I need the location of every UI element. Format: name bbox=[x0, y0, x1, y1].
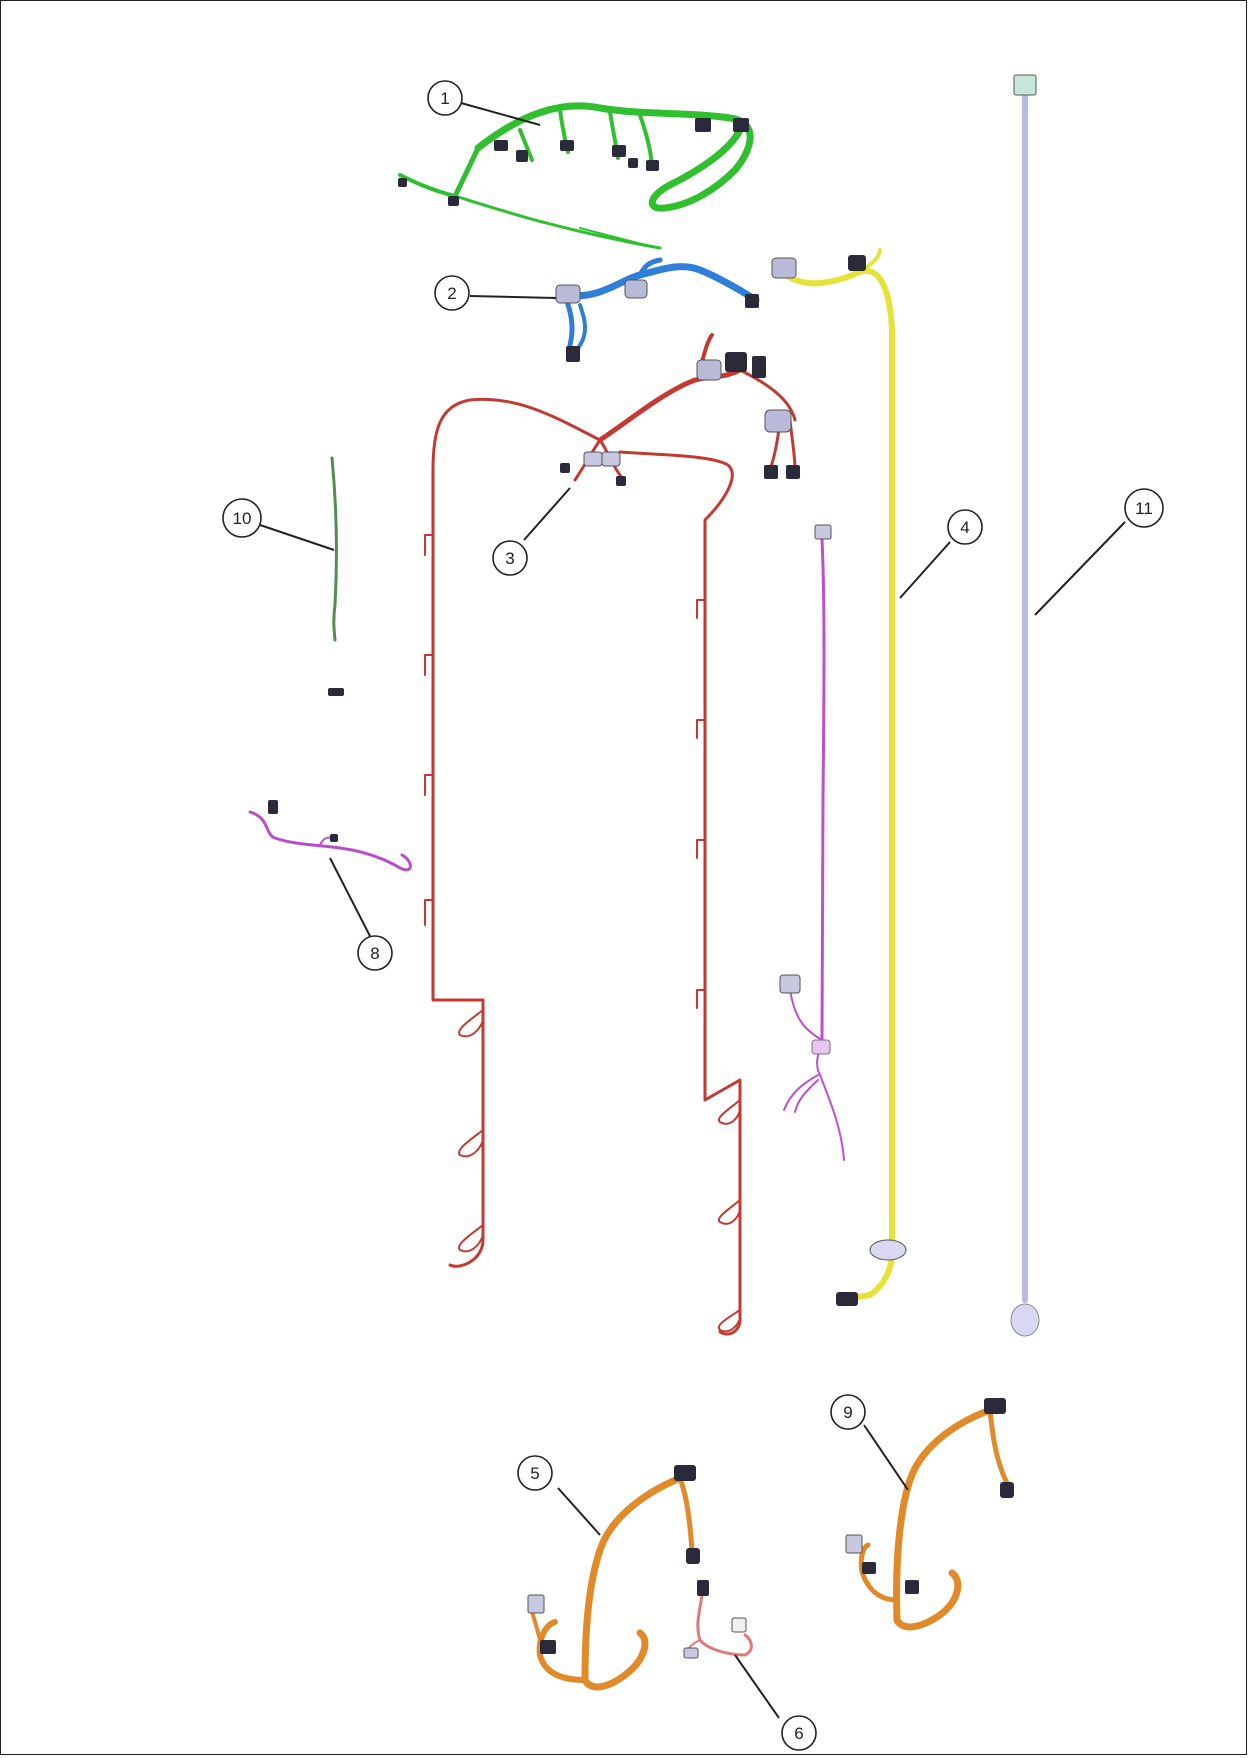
harness-3-connectors bbox=[560, 352, 800, 486]
callout-3-label: 3 bbox=[505, 549, 514, 568]
harness-5-orange bbox=[528, 1474, 695, 1691]
callout-8-label: 8 bbox=[370, 944, 379, 963]
harness-4-connectors bbox=[771, 255, 907, 1306]
callout-8: 8 bbox=[357, 935, 393, 971]
callout-10: 10 bbox=[222, 498, 262, 538]
harness-6-connectors bbox=[683, 1580, 747, 1659]
purple-lead-connectors bbox=[779, 524, 832, 1055]
harness-2-connectors bbox=[555, 279, 759, 362]
callout-6-label: 6 bbox=[794, 1724, 803, 1743]
callout-5-label: 5 bbox=[530, 1464, 539, 1483]
harness-2-blue bbox=[561, 257, 760, 354]
harness-1-green bbox=[398, 102, 754, 250]
harness-3-red bbox=[424, 333, 797, 1336]
callout-1: 1 bbox=[427, 80, 463, 116]
callout-11-label: 11 bbox=[1135, 499, 1153, 518]
callout-4-label: 4 bbox=[960, 518, 969, 537]
harness-5-connectors bbox=[527, 1465, 700, 1654]
callout-2-label: 2 bbox=[447, 284, 456, 303]
harness-4-yellow bbox=[777, 248, 896, 1303]
callout-6: 6 bbox=[781, 1715, 817, 1751]
harness-8-connectors bbox=[268, 800, 338, 842]
harness-10-connector bbox=[328, 688, 344, 696]
leader-lines bbox=[259, 102, 1126, 1719]
callout-10-label: 10 bbox=[233, 509, 252, 528]
harness-10-green bbox=[330, 456, 338, 642]
purple-lead bbox=[783, 538, 845, 1161]
callout-1-label: 1 bbox=[440, 89, 449, 108]
harness-9-connectors bbox=[845, 1398, 1014, 1594]
harness-11-ends bbox=[1010, 74, 1040, 1337]
callout-9-label: 9 bbox=[843, 1403, 852, 1422]
harness-9-orange bbox=[858, 1406, 1011, 1631]
harness-1-connectors bbox=[398, 118, 749, 206]
callout-2: 2 bbox=[434, 275, 470, 311]
callout-9: 9 bbox=[830, 1394, 866, 1430]
callout-5: 5 bbox=[517, 1455, 553, 1491]
callout-4: 4 bbox=[947, 509, 983, 545]
callout-11: 11 bbox=[1124, 488, 1164, 528]
harness-8-purple bbox=[248, 810, 412, 872]
callout-3: 3 bbox=[492, 540, 528, 576]
